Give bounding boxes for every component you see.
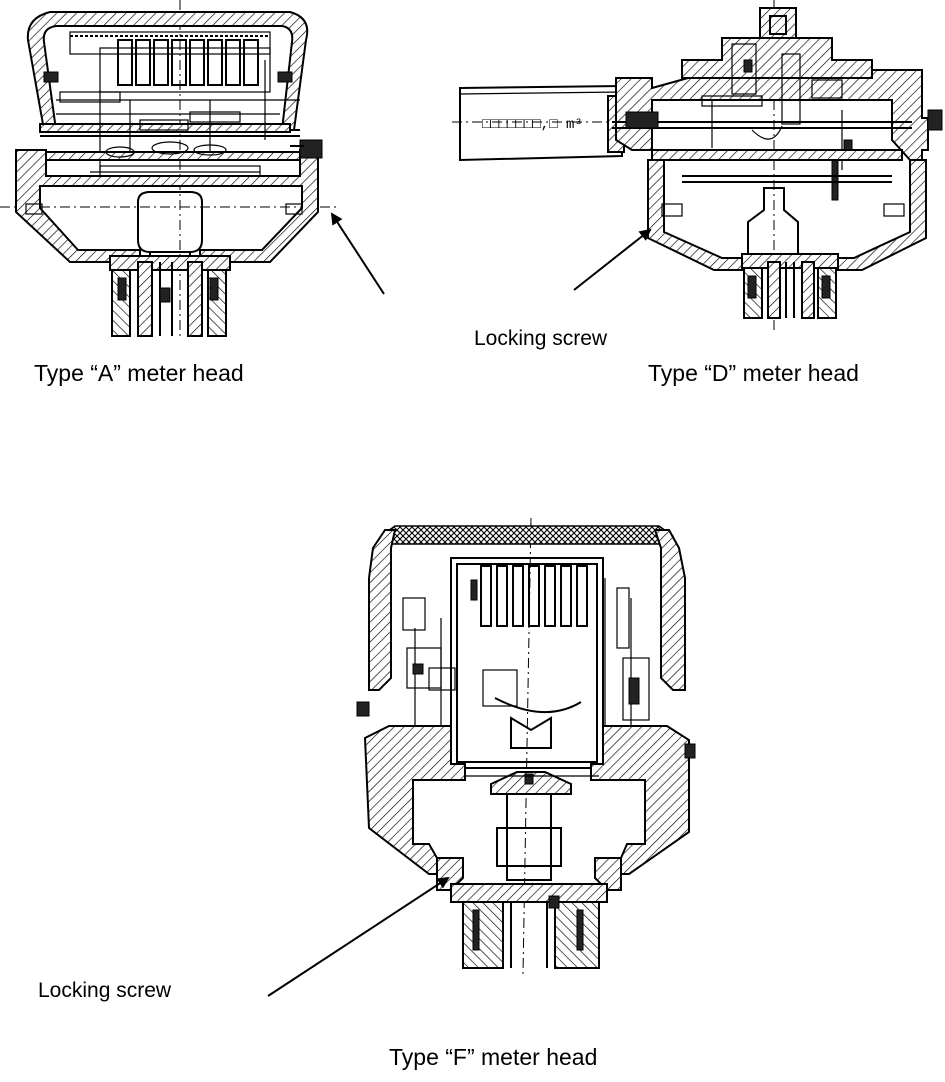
type-f-locking-arrow — [267, 876, 450, 997]
locking-screw-label-bottom: Locking screw — [38, 979, 172, 1002]
type-f-caption: Type “F” meter head — [389, 1044, 598, 1070]
type-f-meter-head-drawing — [355, 517, 697, 975]
type-a-meter-head-drawing — [0, 0, 340, 340]
locking-screw-label-top: Locking screw — [474, 327, 608, 350]
type-d-locking-arrow — [573, 228, 652, 291]
type-d-caption: Type “D” meter head — [648, 360, 859, 386]
counter-display-text: □□□□□□□,□ m³ — [482, 117, 583, 133]
type-d-meter-head-drawing: □□□□□□□,□ m³ — [452, 0, 944, 330]
type-a-caption: Type “A” meter head — [34, 360, 244, 386]
type-a-locking-arrow — [330, 212, 385, 295]
